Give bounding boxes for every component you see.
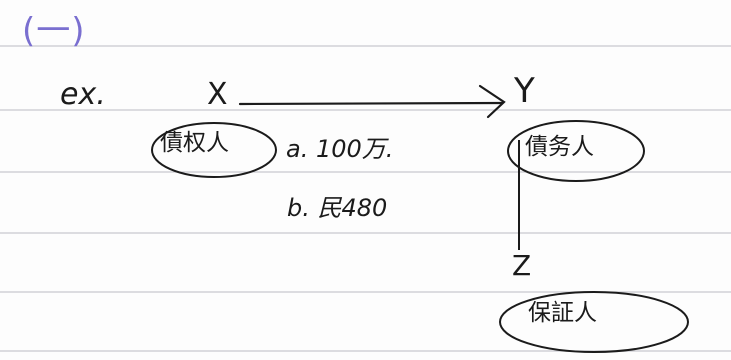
right-arrow-icon xyxy=(238,84,506,119)
debtor-circle xyxy=(507,120,645,182)
annotation-a: a. 100万. xyxy=(286,135,394,163)
arrow-head xyxy=(478,84,506,119)
arrow-shaft xyxy=(238,101,504,106)
party-z-label: Z xyxy=(512,249,532,282)
guarantor-circle xyxy=(499,291,689,353)
party-y-label: Y xyxy=(514,71,535,111)
creditor-circle xyxy=(151,122,277,178)
section-number: (一) xyxy=(22,11,86,51)
party-x-label: X xyxy=(207,77,228,112)
ruled-lines xyxy=(0,45,731,352)
creditor-label: 債权人 xyxy=(160,130,229,156)
guarantor-label: 保証人 xyxy=(528,300,597,326)
debtor-label: 債务人 xyxy=(525,134,594,160)
annotation-b: b. 民480 xyxy=(287,194,388,222)
example-label: ex. xyxy=(60,77,106,112)
